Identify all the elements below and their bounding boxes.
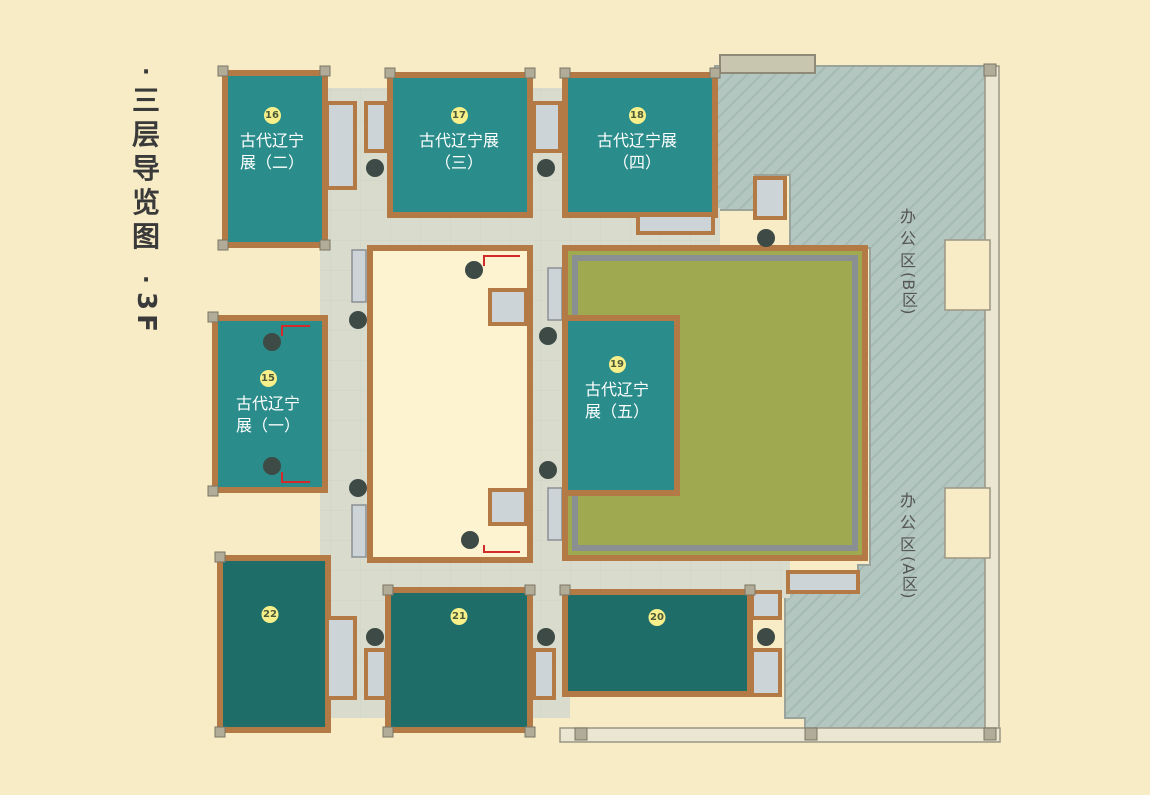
room-name: 展（一） (235, 416, 301, 435)
room-name: 古代辽宁 (584, 380, 650, 399)
service-room (750, 648, 782, 697)
office-char: 办 (899, 491, 916, 510)
office-char: 公 (899, 513, 916, 532)
elevator-route (281, 255, 520, 553)
office-area-b-label: 办 公 区 (B区) (898, 206, 918, 315)
office-char: 公 (899, 229, 916, 248)
room-number-badge: 20 (648, 609, 666, 626)
room-name: 展（五） (584, 402, 650, 421)
room-label-15[interactable]: 15 古代辽宁 展（一） (236, 370, 300, 437)
room-19 (562, 315, 680, 496)
title-dot: · (141, 268, 151, 293)
room-number-badge: 18 (628, 107, 646, 124)
room-label-19[interactable]: 19 古代辽宁 展（五） (585, 356, 649, 423)
column-markers (207, 63, 997, 741)
office-char: 区 (899, 251, 916, 270)
title-char: 览 (131, 186, 160, 219)
stair-icon (263, 159, 775, 646)
escalator-bar (547, 487, 563, 541)
service-room (532, 648, 556, 700)
room-name: （三） (434, 153, 484, 172)
floor-title: · 三 层 导 览 图 · 3F (126, 62, 166, 336)
room-label-18[interactable]: 18 古代辽宁展 （四） (597, 107, 677, 174)
escalator-bar (351, 504, 367, 558)
restroom (488, 288, 528, 326)
room-name: （四） (612, 153, 662, 172)
room-label-20[interactable]: 20 (648, 609, 666, 632)
office-zone: (A区) (899, 556, 918, 600)
room-name: 古代辽宁展 (596, 131, 678, 150)
title-char: 层 (131, 118, 160, 151)
room-number-badge: 15 (259, 370, 277, 387)
service-room (325, 616, 357, 700)
room-20 (562, 589, 753, 697)
courtyard (562, 245, 868, 561)
room-number-badge: 16 (263, 107, 281, 124)
office-wall-right (984, 65, 1000, 733)
service-room (364, 101, 388, 153)
title-char: 导 (131, 152, 160, 185)
service-room (750, 590, 782, 620)
room-name: 古代辽宁 (235, 394, 301, 413)
room-22 (217, 555, 331, 733)
service-room (325, 101, 357, 190)
service-room (364, 648, 388, 700)
title-char: 图 (131, 220, 160, 253)
office-zone: (B区) (899, 272, 918, 316)
office-wall-bottom (559, 727, 1001, 743)
service-room (753, 176, 787, 220)
office-char: 办 (899, 207, 916, 226)
room-16 (222, 70, 328, 248)
room-number-badge: 19 (608, 356, 626, 373)
corridor-inner (528, 88, 568, 718)
service-room (636, 213, 715, 235)
room-name: 古代辽宁 (239, 131, 305, 150)
room-17 (387, 72, 533, 218)
room-label-16[interactable]: 16 古代辽宁 展（二） (240, 107, 304, 174)
room-number-badge: 21 (450, 608, 468, 625)
floor-code: 3F (131, 292, 161, 336)
escalator-bar (547, 267, 563, 321)
restroom (488, 488, 528, 526)
office-char: 区 (899, 535, 916, 554)
office-area-a-label: 办 公 区 (A区) (898, 490, 918, 599)
room-number-badge: 17 (450, 107, 468, 124)
room-label-17[interactable]: 17 古代辽宁展 （三） (419, 107, 499, 174)
room-name: 古代辽宁展 (418, 131, 500, 150)
restroom (786, 570, 860, 594)
room-label-22[interactable]: 22 (261, 606, 279, 629)
title-char: 三 (131, 84, 160, 117)
room-name: 展（二） (239, 153, 305, 172)
office-notch-1 (944, 239, 991, 311)
room-number-badge: 22 (261, 606, 279, 623)
office-wall-top (719, 54, 816, 74)
office-notch-2 (944, 487, 991, 559)
service-room (532, 101, 562, 153)
room-label-21[interactable]: 21 (450, 608, 468, 631)
escalator-bar (351, 249, 367, 303)
title-dot: · (141, 60, 151, 85)
